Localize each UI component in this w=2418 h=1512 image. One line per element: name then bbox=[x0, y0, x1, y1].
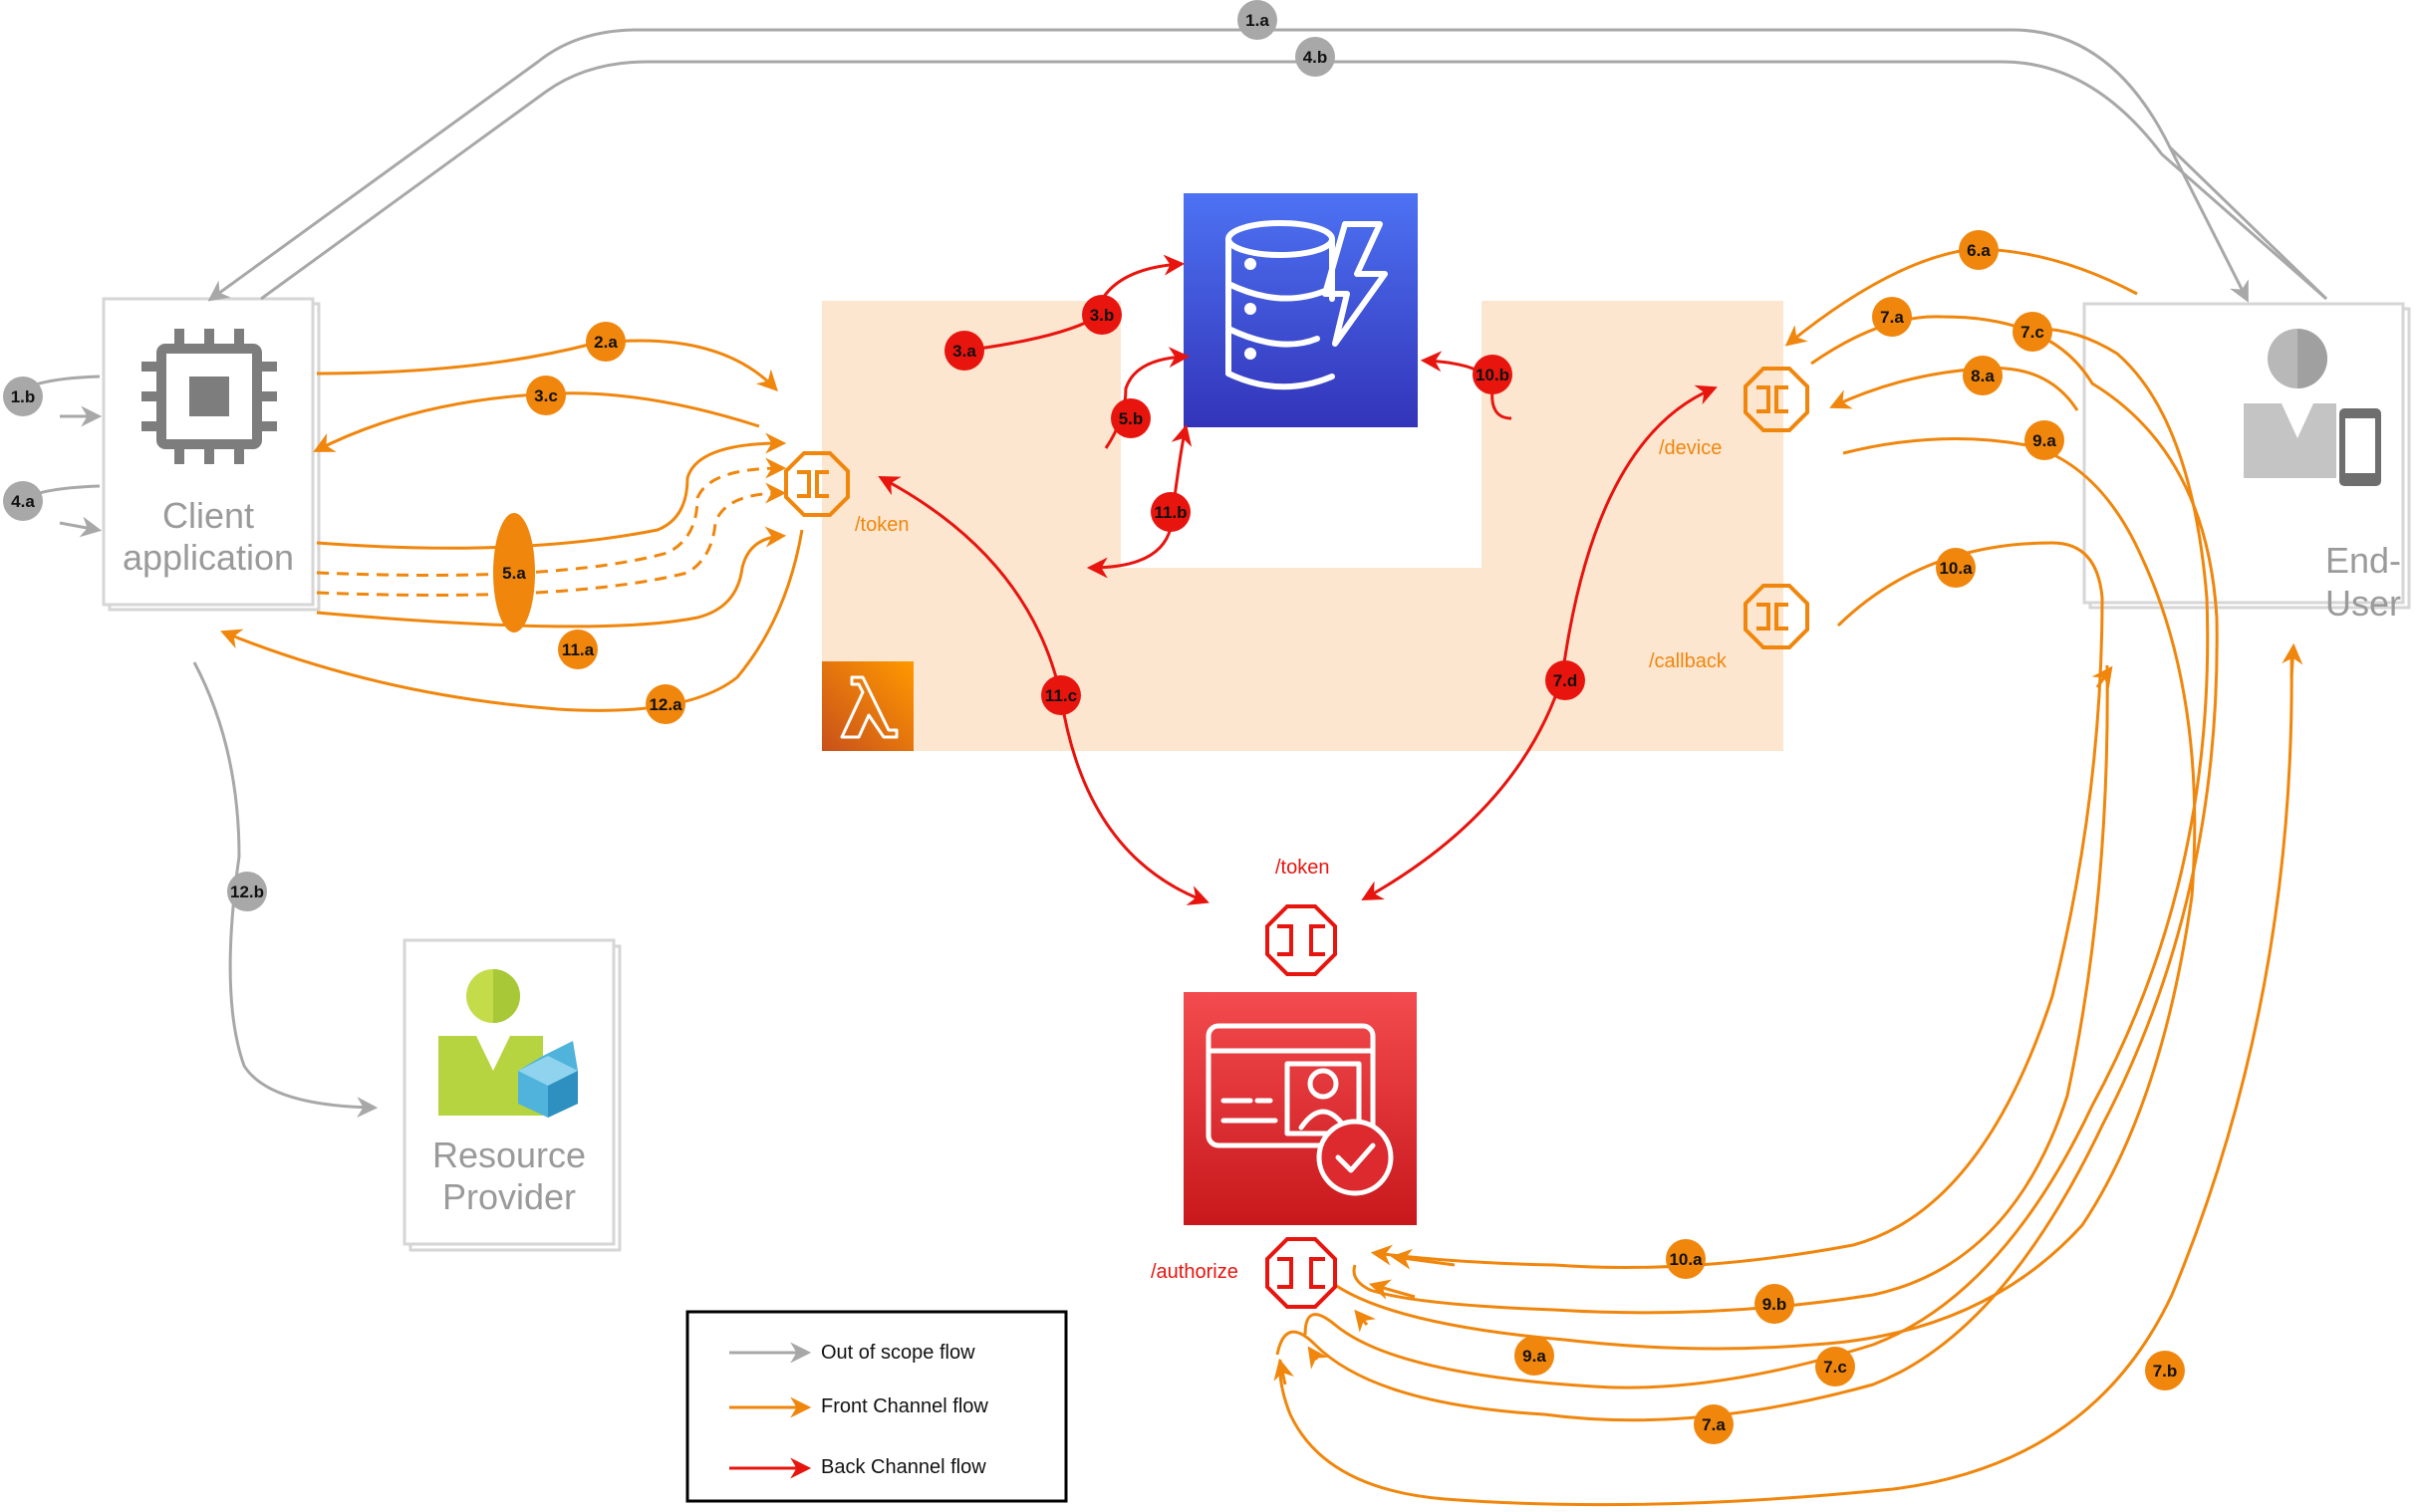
lambda-callback-label: /callback bbox=[1649, 650, 1728, 672]
badge-1a: 1.a bbox=[1237, 0, 1277, 40]
legend-back-channel-label: Back Channel flow bbox=[821, 1456, 986, 1478]
svg-text:7.a: 7.a bbox=[1880, 308, 1904, 327]
dynamodb-icon bbox=[1184, 193, 1418, 427]
badge-12b: 12.b bbox=[227, 872, 267, 911]
svg-text:1.b: 1.b bbox=[11, 387, 36, 406]
end-user-node: End- User bbox=[2082, 302, 2411, 624]
svg-text:4.b: 4.b bbox=[1303, 48, 1328, 67]
svg-text:11.b: 11.b bbox=[1154, 503, 1187, 522]
legend: Out of scope flow Front Channel flow Bac… bbox=[685, 1310, 1068, 1503]
badge-9a-bot: 9.a bbox=[1514, 1336, 1554, 1376]
badge-7a-bot: 7.a bbox=[1694, 1404, 1734, 1444]
resource-provider-title-line2: Provider bbox=[442, 1176, 576, 1217]
resource-provider-title-line1: Resource bbox=[432, 1134, 586, 1175]
cognito-id-card-icon bbox=[1184, 992, 1417, 1225]
client-application-node: Client application bbox=[102, 297, 321, 612]
badge-3a: 3.a bbox=[944, 331, 984, 371]
cognito-token-label: /token bbox=[1275, 857, 1329, 879]
badge-2a: 2.a bbox=[586, 322, 626, 362]
svg-text:4.a: 4.a bbox=[11, 492, 35, 511]
out-of-scope-flows bbox=[17, 28, 2328, 1119]
svg-text:10.a: 10.a bbox=[1669, 1250, 1703, 1269]
badge-1b: 1.b bbox=[3, 377, 43, 416]
svg-text:8.a: 8.a bbox=[1971, 367, 1995, 385]
lambda-icon bbox=[822, 661, 914, 751]
front-channel-flows bbox=[220, 247, 2293, 1507]
badge-4a: 4.a bbox=[3, 481, 43, 521]
endpoint-lambda-token bbox=[784, 451, 850, 517]
badge-11a: 11.a bbox=[558, 630, 598, 669]
svg-text:9.b: 9.b bbox=[1762, 1295, 1787, 1314]
badge-5b: 5.b bbox=[1111, 398, 1151, 438]
badge-10a-top: 10.a bbox=[1936, 548, 1976, 588]
client-title-line2: application bbox=[123, 537, 294, 578]
svg-text:9.a: 9.a bbox=[2032, 431, 2056, 450]
badge-6a: 6.a bbox=[1959, 230, 1999, 270]
svg-text:3.a: 3.a bbox=[952, 342, 976, 361]
badge-7a-top: 7.a bbox=[1872, 297, 1912, 337]
end-user-title-line2: User bbox=[2325, 583, 2401, 624]
back-channel-flows bbox=[878, 254, 1718, 905]
lambda-device-label: /device bbox=[1659, 437, 1722, 459]
lambda-token-label: /token bbox=[855, 514, 909, 536]
badge-4b: 4.b bbox=[1295, 37, 1335, 77]
svg-text:5.a: 5.a bbox=[502, 564, 526, 583]
svg-text:1.a: 1.a bbox=[1245, 11, 1269, 30]
endpoint-cognito-token bbox=[1265, 904, 1337, 976]
badge-7c-bot: 7.c bbox=[1815, 1347, 1855, 1386]
badge-5a-ellipse bbox=[493, 513, 535, 632]
svg-text:7.c: 7.c bbox=[2020, 323, 2044, 342]
endpoint-lambda-device bbox=[1744, 367, 1809, 432]
chip-icon bbox=[141, 329, 277, 464]
badge-8a: 8.a bbox=[1963, 356, 2003, 395]
svg-text:10.a: 10.a bbox=[1939, 559, 1973, 578]
user-cube-icon bbox=[438, 969, 578, 1118]
badge-5a: 5.a bbox=[502, 564, 526, 583]
svg-text:5.b: 5.b bbox=[1119, 409, 1144, 428]
client-title-line1: Client bbox=[162, 495, 254, 536]
resource-provider-node: Resource Provider bbox=[403, 938, 622, 1252]
arrow-to-end-user bbox=[2168, 146, 2249, 303]
api-endpoint-icon bbox=[784, 367, 1809, 1309]
svg-text:6.a: 6.a bbox=[1967, 241, 1991, 260]
badge-3b: 3.b bbox=[1082, 295, 1122, 335]
user-mobile-icon bbox=[2244, 329, 2381, 486]
end-user-title-line1: End- bbox=[2325, 540, 2401, 581]
badge-12a: 12.a bbox=[646, 684, 685, 724]
lambda-zone bbox=[822, 301, 1783, 751]
svg-text:2.a: 2.a bbox=[594, 333, 618, 352]
badge-11b: 11.b bbox=[1151, 492, 1191, 532]
svg-text:12.a: 12.a bbox=[649, 695, 682, 714]
badge-9a-top: 9.a bbox=[2024, 420, 2064, 460]
svg-text:3.b: 3.b bbox=[1090, 306, 1115, 325]
badge-9b: 9.b bbox=[1754, 1284, 1794, 1324]
svg-text:9.a: 9.a bbox=[1522, 1347, 1546, 1366]
legend-front-channel-label: Front Channel flow bbox=[821, 1395, 988, 1417]
endpoint-lambda-callback bbox=[1744, 584, 1809, 649]
badge-10b: 10.b bbox=[1473, 355, 1512, 394]
front-channel-tips bbox=[1273, 642, 2303, 1386]
badge-11c: 11.c bbox=[1041, 675, 1081, 715]
svg-text:11.a: 11.a bbox=[562, 640, 595, 659]
legend-out-of-scope-label: Out of scope flow bbox=[821, 1342, 975, 1364]
svg-text:7.a: 7.a bbox=[1702, 1415, 1726, 1434]
svg-text:3.c: 3.c bbox=[534, 386, 558, 405]
svg-text:7.d: 7.d bbox=[1553, 671, 1578, 690]
badge-10a-bot: 10.a bbox=[1666, 1239, 1706, 1279]
cognito-authorize-label: /authorize bbox=[1151, 1261, 1238, 1283]
svg-text:11.c: 11.c bbox=[1045, 686, 1077, 705]
badge-7c-top: 7.c bbox=[2013, 312, 2052, 352]
badge-7d: 7.d bbox=[1545, 660, 1585, 700]
svg-text:12.b: 12.b bbox=[230, 882, 264, 901]
badge-3c: 3.c bbox=[526, 376, 566, 415]
endpoint-cognito-authorize bbox=[1265, 1237, 1337, 1309]
badge-7b: 7.b bbox=[2145, 1351, 2185, 1390]
svg-text:7.c: 7.c bbox=[1823, 1358, 1847, 1377]
svg-text:7.b: 7.b bbox=[2153, 1362, 2178, 1381]
svg-text:10.b: 10.b bbox=[1476, 366, 1509, 384]
